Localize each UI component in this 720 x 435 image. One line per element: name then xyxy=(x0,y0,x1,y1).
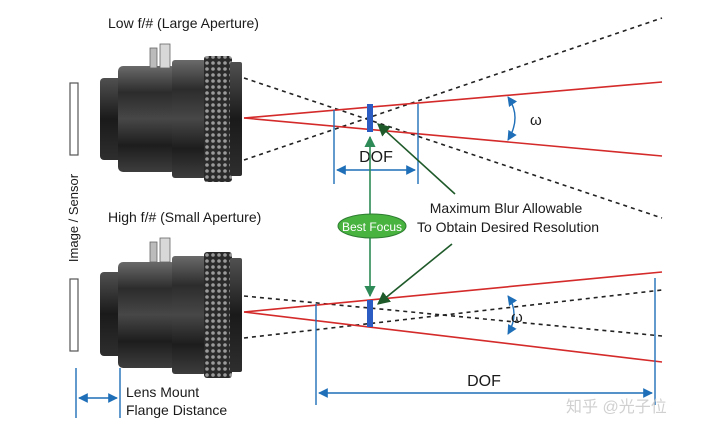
top-omega-arc xyxy=(507,96,518,141)
max-blur-label-line2: To Obtain Desired Resolution xyxy=(417,219,599,235)
top-dof-dimension xyxy=(333,104,419,184)
bottom-dashed-rays xyxy=(243,289,663,339)
bottom-best-focus-marker xyxy=(367,300,373,327)
flange-distance-dimension xyxy=(75,368,121,418)
top-omega-label: ω xyxy=(530,112,542,129)
max-blur-pointers xyxy=(377,123,456,305)
watermark-text: 知乎 @光子位 xyxy=(566,398,667,416)
sensor-plate-top xyxy=(69,82,79,156)
bottom-dof-label: DOF xyxy=(467,373,501,390)
bottom-omega-arc xyxy=(507,295,518,335)
top-red-rays xyxy=(243,81,663,157)
sensor-plate-bottom xyxy=(69,278,79,352)
lens-top xyxy=(100,43,242,182)
flange-label-line2: Flange Distance xyxy=(126,402,227,418)
flange-label-line1: Lens Mount xyxy=(126,384,199,400)
bottom-dof-dimension xyxy=(315,278,656,405)
best-focus-label: Best Focus xyxy=(342,220,402,234)
top-dof-label: DOF xyxy=(359,149,393,166)
max-blur-label-line1: Maximum Blur Allowable xyxy=(430,200,583,216)
bottom-red-rays xyxy=(243,271,663,363)
low-aperture-title: Low f/# (Large Aperture) xyxy=(108,15,259,31)
sensor-label: Image / Sensor xyxy=(66,173,81,262)
sensor-plates: Image / Sensor xyxy=(66,82,81,352)
high-aperture-title: High f/# (Small Aperture) xyxy=(108,209,261,225)
top-dashed-rays xyxy=(243,17,663,219)
top-best-focus-marker xyxy=(367,104,373,132)
lens-bottom xyxy=(100,237,242,378)
best-focus-badge: Best Focus xyxy=(337,213,407,239)
bottom-omega-label: ω xyxy=(511,309,523,326)
